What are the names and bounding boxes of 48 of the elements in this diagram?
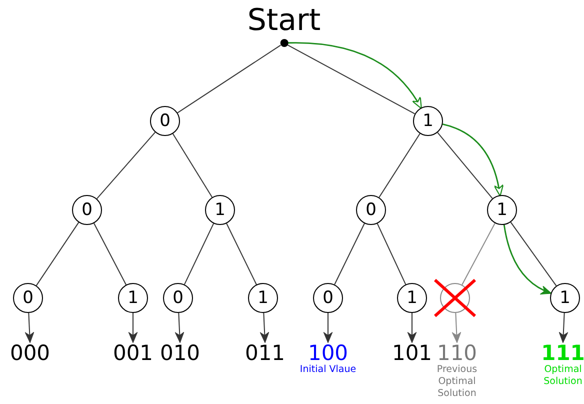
- binary-value: 000: [10, 342, 50, 364]
- start-title: Start: [247, 4, 321, 38]
- binary-value: 110: [436, 342, 478, 364]
- binary-value: 100: [308, 342, 348, 364]
- node-circle: 0: [13, 283, 43, 313]
- tree-branch-line: [437, 132, 493, 199]
- node-circle: 0: [72, 195, 102, 225]
- binary-value: 111: [541, 342, 584, 364]
- arrow: [174, 312, 184, 344]
- node-circle: 1: [550, 283, 580, 313]
- tree-branch-line: [376, 223, 406, 285]
- tree-branch-line: [177, 44, 282, 114]
- arrow: [323, 312, 333, 344]
- arrow: [24, 312, 34, 344]
- tree-branch-line: [378, 133, 420, 198]
- node-circle: 0: [313, 283, 343, 313]
- node-circle: 0: [150, 106, 180, 136]
- node-circle: 1: [397, 283, 427, 313]
- arrow: [128, 312, 138, 344]
- value-note: Previous Optimal Solution: [436, 364, 478, 400]
- tree-branch-line: [184, 223, 214, 285]
- node-circle: 1: [118, 283, 148, 313]
- binary-value: 011: [244, 342, 286, 364]
- arrow: [260, 312, 270, 344]
- path-arrow: [442, 124, 504, 197]
- node-circle: 1: [487, 195, 517, 225]
- tree-branch-line: [510, 222, 557, 286]
- arrow: [452, 312, 462, 344]
- node-circle: 0: [356, 195, 386, 225]
- value-note: Initial Vlaue: [298, 364, 358, 376]
- arrow: [407, 312, 417, 344]
- tree-branch-line: [36, 222, 80, 286]
- tree-branch-line: [96, 132, 156, 200]
- binary-value: 001: [112, 342, 154, 364]
- value-note: Optimal Solution: [542, 364, 584, 388]
- tree-branch-line: [226, 222, 257, 286]
- path-arrow: [503, 224, 552, 294]
- arrow: [558, 312, 568, 344]
- tree-branch-line: [172, 133, 213, 198]
- tree-branch-line: [93, 222, 127, 286]
- node-circle: 1: [413, 106, 443, 136]
- tree-branch-line: [334, 222, 365, 286]
- binary-value: 101: [392, 342, 432, 364]
- tree-branch-line: [462, 222, 496, 286]
- node-circle: 1: [205, 195, 235, 225]
- node-circle: 1: [248, 283, 278, 313]
- binary-value: 010: [160, 342, 200, 364]
- node-circle: 0: [163, 283, 193, 313]
